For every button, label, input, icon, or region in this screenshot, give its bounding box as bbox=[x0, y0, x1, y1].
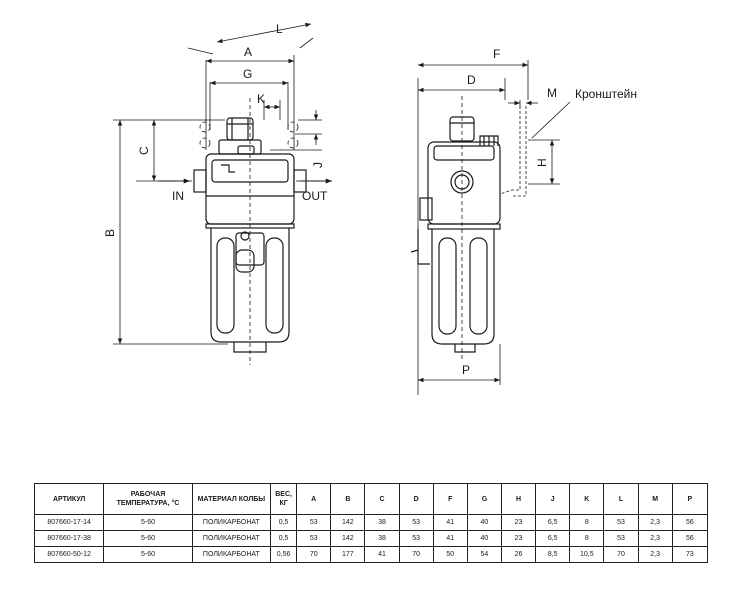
port-in-label: IN bbox=[172, 189, 184, 203]
specs-table: АРТИКУЛ РАБОЧАЯ ТЕМПЕРАТУРА, °С МАТЕРИАЛ… bbox=[33, 483, 709, 563]
table-row: 807660-17-38 5-60 ПОЛИКАРБОНАТ 0,5 53 14… bbox=[33, 530, 709, 547]
table-cell: 53 bbox=[398, 514, 434, 531]
table-cell: 23 bbox=[500, 514, 537, 531]
header-cell: G bbox=[466, 483, 502, 515]
table-cell: ПОЛИКАРБОНАТ bbox=[191, 514, 272, 531]
table-cell: 10,5 bbox=[569, 546, 605, 563]
table-cell: 26 bbox=[500, 546, 537, 563]
table-cell: 56 bbox=[671, 514, 709, 531]
dim-label-d: D bbox=[467, 73, 476, 87]
table-cell: 2,3 bbox=[637, 530, 673, 547]
table-cell: 38 bbox=[364, 530, 400, 547]
dim-label-f: F bbox=[493, 47, 500, 61]
table-cell: 8 bbox=[569, 530, 605, 547]
specs-table-container: АРТИКУЛ РАБОЧАЯ ТЕМПЕРАТУРА, °С МАТЕРИАЛ… bbox=[33, 483, 709, 563]
header-cell: H bbox=[500, 483, 537, 515]
dim-label-h: H bbox=[535, 158, 549, 167]
table-cell: 8,5 bbox=[535, 546, 571, 563]
header-cell: B bbox=[330, 483, 366, 515]
front-top-boss bbox=[226, 117, 254, 141]
header-cell: M bbox=[637, 483, 673, 515]
table-cell: 53 bbox=[603, 530, 639, 547]
dim-label-m: M bbox=[547, 86, 557, 100]
dim-label-k: K bbox=[257, 92, 265, 106]
header-cell: L bbox=[603, 483, 639, 515]
table-cell: 0,5 bbox=[270, 530, 298, 547]
table-header-row: АРТИКУЛ РАБОЧАЯ ТЕМПЕРАТУРА, °С МАТЕРИАЛ… bbox=[33, 483, 709, 515]
table-cell: 53 bbox=[296, 530, 332, 547]
header-cell: F bbox=[432, 483, 468, 515]
side-port bbox=[450, 170, 474, 194]
bracket bbox=[499, 106, 527, 197]
table-cell: 5-60 bbox=[103, 514, 193, 531]
port-out-label: OUT bbox=[302, 189, 328, 203]
table-cell: 40 bbox=[466, 530, 502, 547]
header-cell: D bbox=[398, 483, 434, 515]
dim-label-a: A bbox=[244, 45, 252, 59]
side-view bbox=[410, 116, 501, 353]
table-cell: 2,3 bbox=[637, 546, 673, 563]
table-cell: 54 bbox=[466, 546, 502, 563]
dim-label-b: B bbox=[103, 229, 117, 237]
table-cell: 41 bbox=[432, 514, 468, 531]
dim-line-l bbox=[216, 22, 312, 44]
side-body bbox=[427, 141, 501, 225]
table-cell: 807660-17-14 bbox=[33, 514, 105, 531]
front-bowl bbox=[210, 228, 290, 343]
side-bowl bbox=[431, 229, 495, 345]
table-cell: ПОЛИКАРБОНАТ bbox=[191, 546, 272, 563]
table-cell: 70 bbox=[603, 546, 639, 563]
header-cell: C bbox=[364, 483, 400, 515]
table-cell: 0,5 bbox=[270, 514, 298, 531]
table-cell: 23 bbox=[500, 530, 537, 547]
header-cell: A bbox=[296, 483, 332, 515]
header-cell: ВЕС, КГ bbox=[270, 483, 298, 515]
header-cell: МАТЕРИАЛ КОЛБЫ bbox=[191, 483, 272, 515]
table-cell: 70 bbox=[296, 546, 332, 563]
table-cell: 6,5 bbox=[535, 514, 571, 531]
table-cell: 41 bbox=[432, 530, 468, 547]
table-cell: 70 bbox=[398, 546, 434, 563]
table-cell: 41 bbox=[364, 546, 400, 563]
technical-drawing: L A G K C B J F D M H P IN OUT Кронштейн bbox=[103, 22, 637, 395]
table-cell: 8 bbox=[569, 514, 605, 531]
table-cell: 56 bbox=[671, 530, 709, 547]
table-cell: 40 bbox=[466, 514, 502, 531]
dim-label-g: G bbox=[243, 67, 252, 81]
dim-label-p: P bbox=[462, 363, 470, 377]
table-cell: 177 bbox=[330, 546, 366, 563]
header-cell: P bbox=[671, 483, 709, 515]
table-cell: 0,56 bbox=[270, 546, 298, 563]
table-row: 807660-50-12 5-60 ПОЛИКАРБОНАТ 0,56 70 1… bbox=[33, 546, 709, 563]
header-cell: АРТИКУЛ bbox=[33, 483, 105, 515]
table-cell: 73 bbox=[671, 546, 709, 563]
dim-label-j: J bbox=[311, 162, 325, 168]
table-cell: 807660-50-12 bbox=[33, 546, 105, 563]
table-cell: 5-60 bbox=[103, 546, 193, 563]
table-cell: 5-60 bbox=[103, 530, 193, 547]
table-row: 807660-17-14 5-60 ПОЛИКАРБОНАТ 0,5 53 14… bbox=[33, 514, 709, 531]
table-cell: 53 bbox=[296, 514, 332, 531]
table-cell: 53 bbox=[603, 514, 639, 531]
header-cell: J bbox=[535, 483, 571, 515]
dim-label-c: C bbox=[137, 146, 151, 155]
table-cell: 50 bbox=[432, 546, 468, 563]
table-cell: ПОЛИКАРБОНАТ bbox=[191, 530, 272, 547]
table-cell: 2,3 bbox=[637, 514, 673, 531]
dim-label-l: L bbox=[276, 22, 283, 36]
table-cell: 38 bbox=[364, 514, 400, 531]
table-cell: 53 bbox=[398, 530, 434, 547]
header-cell: РАБОЧАЯ ТЕМПЕРАТУРА, °С bbox=[103, 483, 193, 515]
table-cell: 142 bbox=[330, 530, 366, 547]
header-cell: K bbox=[569, 483, 605, 515]
table-cell: 807660-17-38 bbox=[33, 530, 105, 547]
table-cell: 6,5 bbox=[535, 530, 571, 547]
table-cell: 142 bbox=[330, 514, 366, 531]
bracket-label: Кронштейн bbox=[575, 87, 637, 101]
